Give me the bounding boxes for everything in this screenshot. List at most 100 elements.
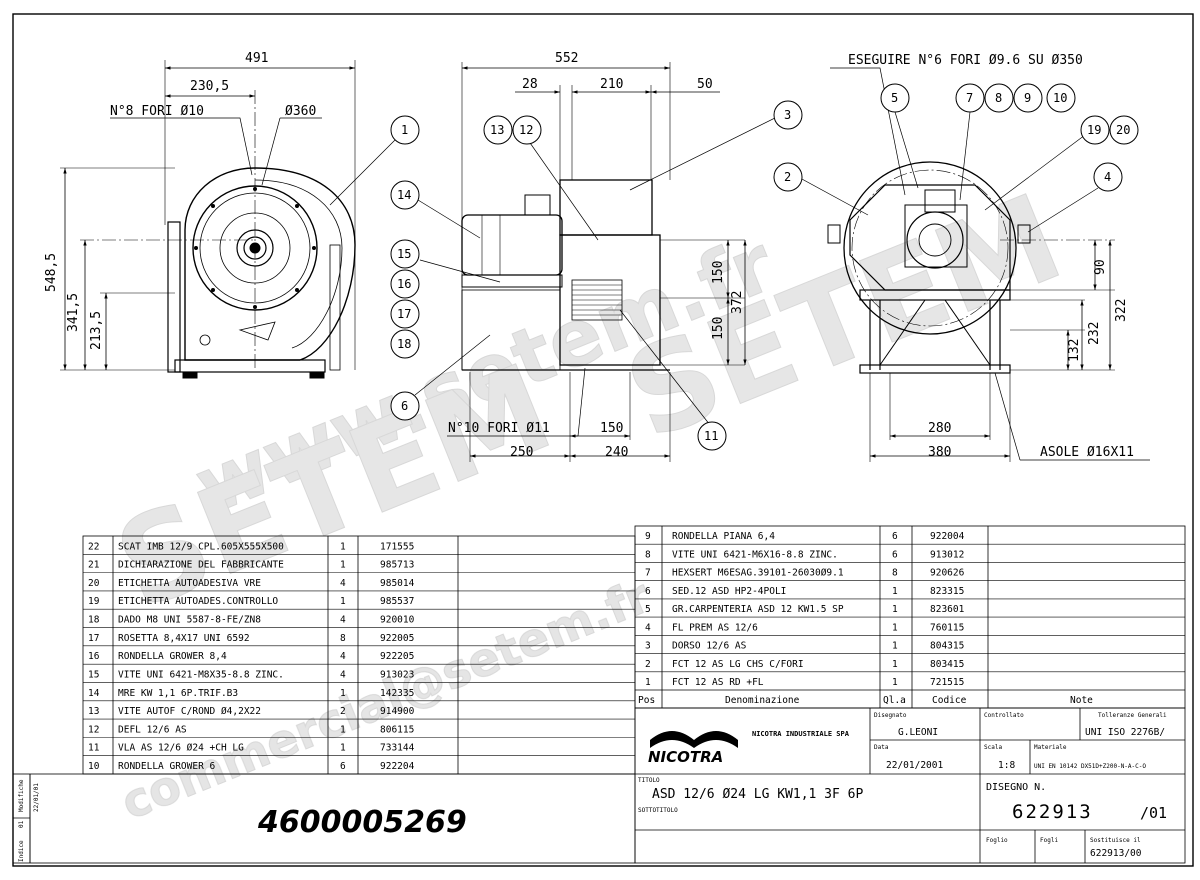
scala-value: 1:8 bbox=[998, 760, 1015, 771]
bom-cell-code: 914900 bbox=[380, 706, 415, 717]
front-view bbox=[60, 60, 396, 379]
side-view bbox=[414, 62, 776, 462]
bom-cell-name: VITE UNI 6421-M8X35-8.8 ZINC. bbox=[118, 669, 284, 680]
modifiche-value: 22/01/01 bbox=[33, 783, 40, 812]
svg-text:12: 12 bbox=[519, 123, 533, 137]
bom-cell-qty: 2 bbox=[340, 706, 346, 717]
rear-view bbox=[799, 67, 1150, 462]
bom-cell-pos: 5 bbox=[645, 604, 651, 615]
sostituisce-value: 622913/00 bbox=[1090, 848, 1142, 859]
bom-cell-name: DEFL 12/6 AS bbox=[118, 724, 187, 735]
bom-cell-qty: 4 bbox=[340, 651, 346, 662]
bom-cell-code: 922205 bbox=[380, 651, 414, 662]
bom-cell-code: 721515 bbox=[930, 677, 964, 688]
bom-cell-name: DORSO 12/6 AS bbox=[672, 641, 747, 652]
side-dim-552: 552 bbox=[555, 51, 578, 66]
title-block bbox=[12, 707, 1186, 864]
logo-text: NICOTRA bbox=[648, 748, 723, 766]
svg-text:6: 6 bbox=[401, 399, 408, 413]
bom-cell-code: 804315 bbox=[930, 641, 964, 652]
bom-cell-code: 922005 bbox=[380, 633, 414, 644]
materiale-label: Materiale bbox=[1034, 744, 1067, 751]
bom-cell-pos: 22 bbox=[88, 541, 99, 552]
bom-cell-qty: 1 bbox=[340, 743, 346, 754]
front-dim-341: 341,5 bbox=[66, 293, 81, 332]
bom-cell-name: FCT 12 AS RD +FL bbox=[672, 677, 764, 688]
sottotitolo-label: SOTTOTITOLO bbox=[638, 807, 678, 814]
rear-dim-132: 132 bbox=[1067, 339, 1082, 362]
bom-cell-pos: 11 bbox=[88, 743, 100, 754]
sostituisce-label: Sostituisce il bbox=[1090, 837, 1141, 844]
callout-19: 19 bbox=[1080, 115, 1110, 145]
bom-cell-code: 922004 bbox=[930, 531, 965, 542]
tolleranze-value: UNI ISO 2276B/ bbox=[1085, 727, 1165, 738]
bom-cell-pos: 21 bbox=[88, 560, 100, 571]
svg-text:15: 15 bbox=[397, 247, 411, 261]
side-dim-150a: 150 bbox=[711, 261, 726, 284]
bom-cell-name: SCAT IMB 12/9 CPL.605X555X500 bbox=[118, 541, 284, 552]
svg-text:13: 13 bbox=[490, 123, 504, 137]
callout-15: 15 bbox=[390, 239, 420, 269]
bom-cell-pos: 12 bbox=[88, 724, 99, 735]
callout-12: 12 bbox=[512, 115, 542, 145]
callout-16: 16 bbox=[390, 269, 420, 299]
header-notes: Note bbox=[1070, 695, 1093, 706]
bom-cell-name: FCT 12 AS LG CHS C/FORI bbox=[672, 659, 804, 670]
bom-cell-code: 171555 bbox=[380, 541, 414, 552]
svg-text:4: 4 bbox=[1104, 170, 1111, 184]
controllato-label: Controllato bbox=[984, 712, 1024, 719]
svg-text:11: 11 bbox=[704, 429, 718, 443]
bom-cell-qty: 1 bbox=[892, 641, 898, 652]
header-name: Denominazione bbox=[725, 695, 800, 706]
bom-cell-name: RONDELLA GROWER 6 bbox=[118, 761, 216, 772]
bom-cell-qty: 6 bbox=[892, 531, 898, 542]
bom-cell-pos: 20 bbox=[88, 578, 100, 589]
svg-text:16: 16 bbox=[397, 277, 411, 291]
svg-text:5: 5 bbox=[891, 91, 898, 105]
svg-text:17: 17 bbox=[397, 307, 411, 321]
bom-cell-name: HEXSERT M6ESAG.39101-26030Ø9.1 bbox=[672, 568, 844, 579]
front-label-dia: Ø360 bbox=[285, 104, 316, 119]
bom-cell-qty: 1 bbox=[892, 604, 898, 615]
callout-2: 2 bbox=[773, 162, 803, 192]
sheet-border bbox=[12, 13, 1194, 867]
bom-cell-name: VITE UNI 6421-M6X16-8.8 ZINC. bbox=[672, 549, 838, 560]
bom-cell-pos: 15 bbox=[88, 669, 99, 680]
svg-text:7: 7 bbox=[966, 91, 973, 105]
indice-label: Indice bbox=[18, 840, 25, 862]
disegno-rev: /01 bbox=[1140, 804, 1167, 822]
bom-cell-code: 922204 bbox=[380, 761, 415, 772]
bom-cell-code: 823601 bbox=[930, 604, 965, 615]
bom-cell-pos: 14 bbox=[88, 688, 100, 699]
bom-cell-name: DICHIARAZIONE DEL FABBRICANTE bbox=[118, 560, 284, 571]
rear-dim-232: 232 bbox=[1087, 322, 1102, 345]
header-code: Codice bbox=[932, 695, 967, 706]
bom-cell-qty: 1 bbox=[340, 596, 346, 607]
bom-cell-qty: 6 bbox=[340, 761, 346, 772]
callout-11: 11 bbox=[697, 421, 727, 451]
callout-5: 5 bbox=[880, 83, 910, 113]
data-label: Data bbox=[874, 744, 889, 751]
bom-cell-name: MRE KW 1,1 6P.TRIF.B3 bbox=[118, 688, 238, 699]
callout-1: 1 bbox=[390, 115, 420, 145]
side-dim-28: 28 bbox=[522, 77, 538, 92]
bom-cell-code: 985014 bbox=[380, 578, 415, 589]
bom-cell-name: RONDELLA PIANA 6,4 bbox=[672, 531, 775, 542]
side-dim-w150: 150 bbox=[600, 421, 623, 436]
bom-cell-qty: 4 bbox=[340, 615, 346, 626]
foglio-label: Foglio bbox=[986, 837, 1008, 844]
bom-cell-pos: 2 bbox=[645, 659, 651, 670]
bom-cell-qty: 1 bbox=[892, 659, 898, 670]
svg-text:18: 18 bbox=[397, 337, 411, 351]
bom-cell-qty: 1 bbox=[340, 688, 346, 699]
side-dim-w240: 240 bbox=[605, 445, 628, 460]
